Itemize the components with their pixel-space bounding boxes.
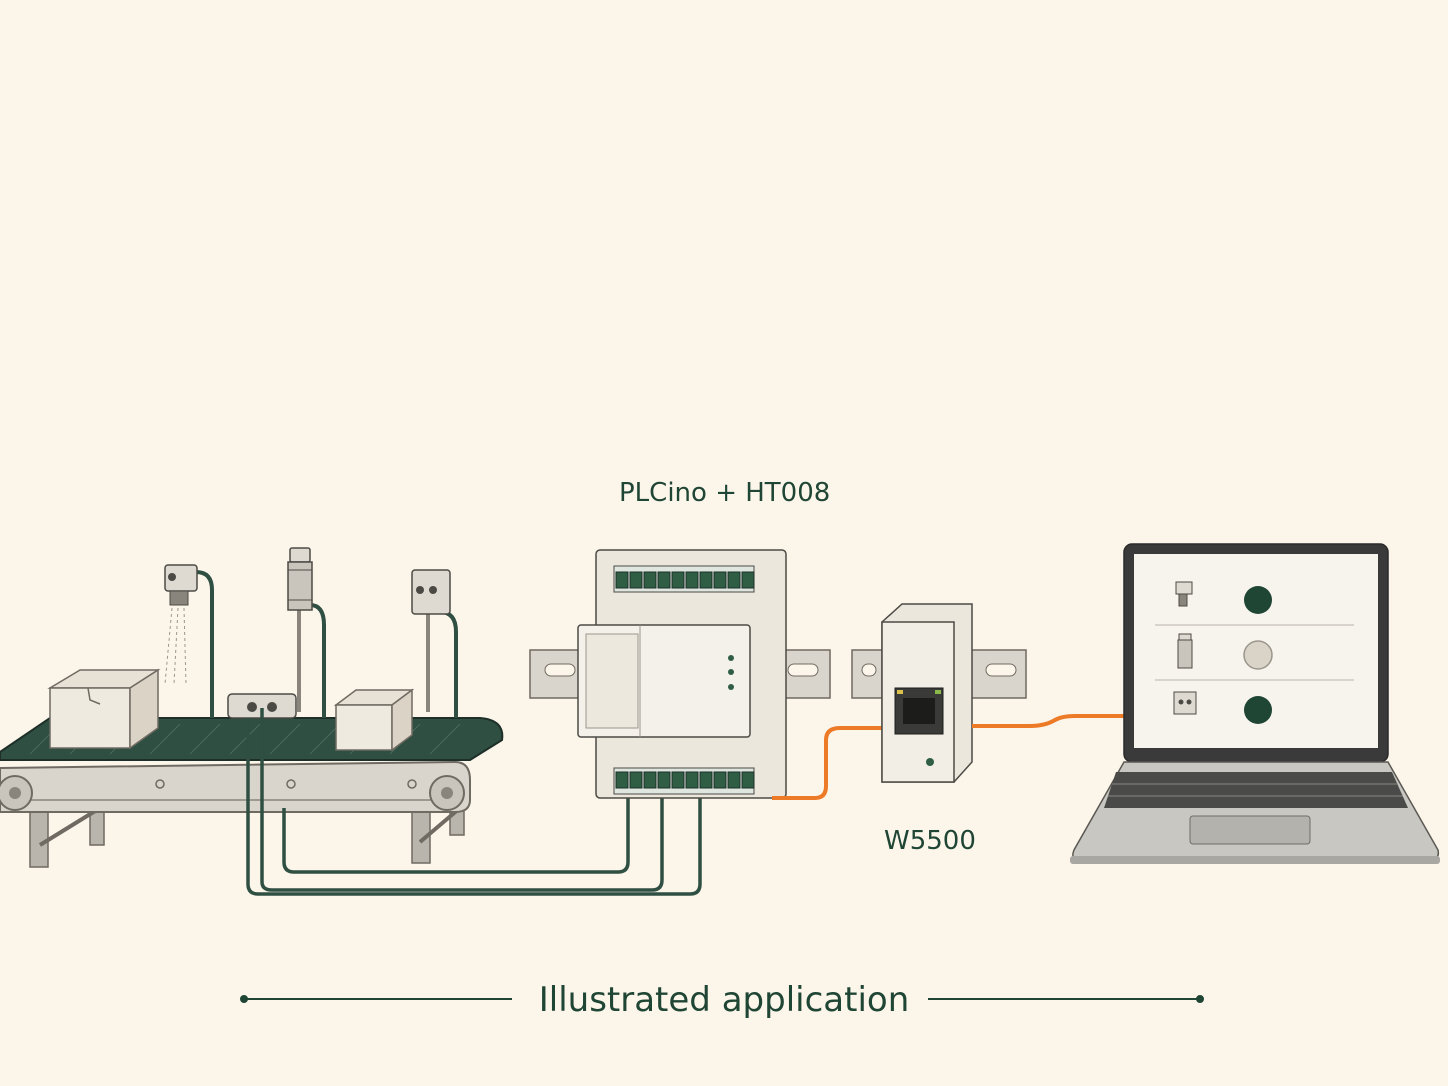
caption: Illustrated application (538, 980, 910, 1020)
ethernet-cable-plc (772, 726, 884, 800)
w5500-ethernet-module (881, 603, 973, 783)
sensor-cables (246, 708, 702, 896)
laptop-screen-table (1155, 581, 1354, 724)
belt-mounted-sensor (227, 693, 297, 719)
status-indicator-on (1244, 696, 1272, 724)
cardboard-box-right (333, 688, 415, 752)
diffuse-photo-sensor (164, 564, 214, 718)
plc-controller (577, 549, 787, 799)
controller-label: PLCino + HT008 (619, 478, 831, 508)
photo-sensor-block (411, 569, 458, 718)
ethernet-cable-laptop (972, 714, 1128, 728)
photo-sensor-block-icon (1173, 691, 1197, 715)
cardboard-box-left (47, 668, 161, 750)
caption-rules (240, 995, 1204, 1003)
diffuse-photo-sensor-icon (1175, 581, 1193, 607)
inductive-proximity-sensor-icon (1177, 633, 1193, 669)
inductive-proximity-sensor (287, 547, 326, 718)
status-indicator-on (1244, 586, 1272, 614)
ethernet-module-label: W5500 (884, 826, 976, 856)
status-indicator-off (1243, 640, 1273, 670)
